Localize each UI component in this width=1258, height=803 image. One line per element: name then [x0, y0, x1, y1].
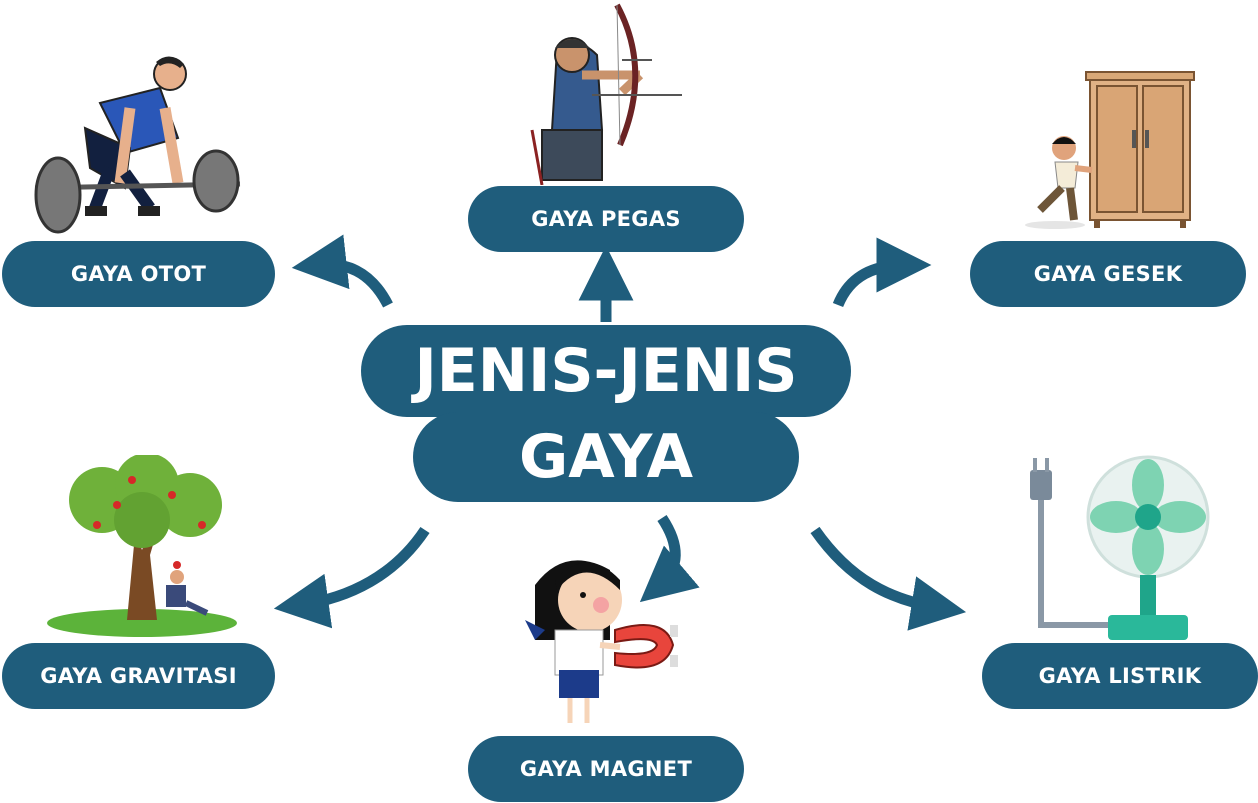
- node-gaya-pegas: GAYA PEGAS: [468, 186, 744, 252]
- node-gaya-otot: GAYA OTOT: [2, 241, 275, 307]
- girl-with-magnet-icon: [525, 560, 678, 723]
- arrow-to-listrik: [810, 526, 967, 631]
- boy-pushing-wardrobe-icon: [1025, 71, 1195, 229]
- title-line-1: JENIS-JENIS: [361, 325, 851, 417]
- arrow-to-otot: [291, 234, 393, 308]
- title-line-2: GAYA: [413, 412, 799, 502]
- node-gaya-listrik: GAYA LISTRIK: [982, 643, 1258, 709]
- node-gaya-gravitasi: GAYA GRAVITASI: [2, 643, 275, 709]
- arrow-to-gesek: [832, 237, 932, 308]
- node-gaya-gesek: GAYA GESEK: [970, 241, 1246, 307]
- node-gaya-magnet: GAYA MAGNET: [468, 736, 744, 802]
- apple-tree-icon: [47, 455, 237, 637]
- arrow-to-magnet: [639, 514, 700, 603]
- electric-fan-icon: [1030, 455, 1210, 640]
- arrow-to-gravitasi: [273, 526, 430, 629]
- archer-icon: [530, 3, 682, 185]
- weightlifter-icon: [34, 56, 241, 234]
